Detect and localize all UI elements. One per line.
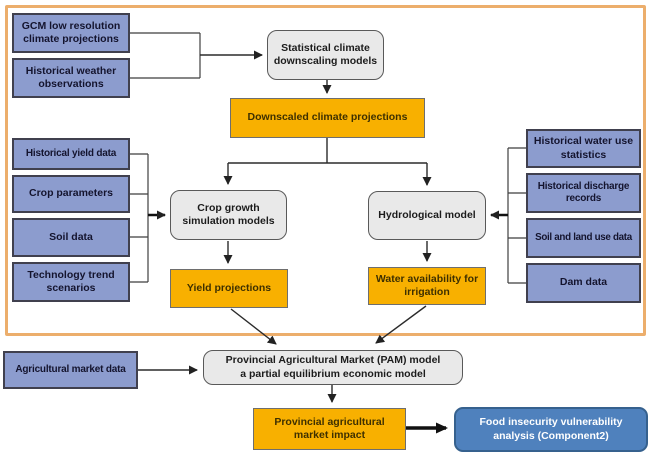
box-historical-discharge-records: Historical discharge records (526, 173, 641, 213)
box-provincial-agricultural-market-impact: Provincial agricultural market impact (253, 408, 406, 450)
diagram-frame (5, 5, 646, 336)
box-food-insecurity-analysis: Food insecurity vulnerability analysis (… (454, 407, 648, 452)
box-crop-parameters: Crop parameters (12, 175, 130, 213)
box-pam-model: Provincial Agricultural Market (PAM) mod… (203, 350, 463, 385)
box-downscaled-climate-projections: Downscaled climate projections (230, 98, 425, 138)
box-historical-yield-data: Historical yield data (12, 138, 130, 170)
box-statistical-downscaling-models: Statistical climate downscaling models (267, 30, 384, 80)
pam-model-line2: a partial equilibrium economic model (240, 367, 426, 380)
pam-model-line1: Provincial Agricultural Market (PAM) mod… (225, 354, 441, 367)
box-agricultural-market-data: Agricultural market data (3, 351, 138, 389)
box-historical-weather-observations: Historical weather observations (12, 58, 130, 98)
box-hydrological-model: Hydrological model (368, 191, 486, 240)
box-crop-growth-simulation-models: Crop growth simulation models (170, 190, 287, 240)
box-historical-water-use-statistics: Historical water use statistics (526, 129, 641, 168)
box-gcm-climate-projections: GCM low resolution climate projections (12, 13, 130, 53)
box-technology-trend-scenarios: Technology trend scenarios (12, 262, 130, 302)
box-soil-and-land-use-data: Soil and land use data (526, 218, 641, 258)
box-water-availability-for-irrigation: Water availability for irrigation (368, 267, 486, 305)
box-yield-projections: Yield projections (170, 269, 288, 308)
box-soil-data: Soil data (12, 218, 130, 257)
box-dam-data: Dam data (526, 263, 641, 303)
